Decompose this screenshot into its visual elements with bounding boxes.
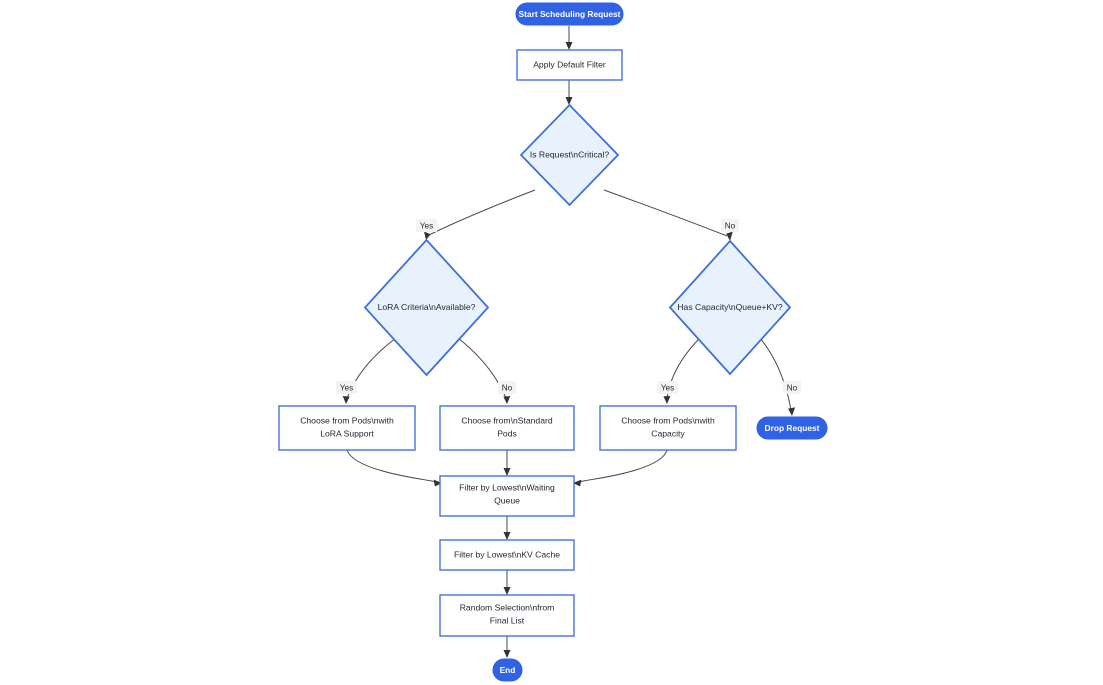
- node-drop-request[interactable]: Drop Request: [756, 416, 828, 440]
- arrowhead-drop-request: [788, 407, 796, 416]
- node-is-request-critical-label: Is Request\nCritical?: [530, 149, 610, 159]
- edge-label-lora-no: No: [498, 381, 516, 394]
- node-is-request-critical-shape[interactable]: [519, 103, 620, 207]
- node-random-selection-label-line2: Final List: [490, 615, 525, 625]
- edge-label-lora-yes: Yes: [336, 381, 357, 394]
- node-is-request-critical[interactable]: Is Request\nCritical?: [519, 103, 620, 207]
- edge-choose-lora-to-filter-queue: [346, 449, 438, 483]
- arrowhead-filter-queue-left: [433, 479, 442, 487]
- arrowhead-apply-filter: [565, 42, 573, 50]
- node-choose-pods-lora-label-line2: LoRA Support: [320, 428, 374, 438]
- node-choose-pods-lora[interactable]: Choose from Pods\nwith LoRA Support: [278, 405, 416, 451]
- edge-label-critical-yes: Yes: [416, 219, 437, 232]
- node-random-selection[interactable]: Random Selection\nfrom Final List: [439, 594, 575, 637]
- edge-label-capacity-no: No: [783, 381, 801, 394]
- node-random-selection-shape[interactable]: [439, 594, 575, 637]
- node-apply-default-filter-label: Apply Default Filter: [533, 59, 606, 69]
- edge-label-critical-no-text: No: [725, 222, 736, 231]
- node-layer: Start Scheduling Request Apply Default F…: [278, 2, 828, 682]
- arrowhead-filter-queue-right: [573, 479, 582, 487]
- node-choose-standard-pods-label-line2: Pods: [497, 428, 517, 438]
- node-choose-pods-lora-label-line1: Choose from Pods\nwith: [300, 415, 394, 425]
- edge-label-lora-no-text: No: [502, 384, 513, 393]
- node-filter-waiting-queue[interactable]: Filter by Lowest\nWaiting Queue: [439, 475, 575, 517]
- node-apply-default-filter[interactable]: Apply Default Filter: [516, 49, 623, 81]
- edge-label-layer: Yes No Yes No Yes No: [336, 219, 801, 394]
- arrowhead-choose-standard: [503, 396, 511, 404]
- node-apply-default-filter-shape[interactable]: [516, 49, 623, 81]
- node-choose-standard-pods-label-line1: Choose from\nStandard: [461, 415, 552, 425]
- arrowhead-choose-capacity: [663, 396, 671, 404]
- arrowhead-filter-kv: [503, 532, 511, 540]
- edge-label-capacity-yes-text: Yes: [661, 384, 674, 393]
- edge-label-capacity-no-text: No: [787, 384, 798, 393]
- node-end[interactable]: End: [492, 658, 523, 682]
- node-drop-request-shape[interactable]: [756, 416, 828, 440]
- node-drop-request-label: Drop Request: [765, 423, 820, 433]
- node-filter-waiting-queue-label-line2: Queue: [494, 495, 520, 505]
- node-random-selection-label-line1: Random Selection\nfrom: [460, 602, 555, 612]
- node-lora-criteria-available-label: LoRA Criteria\nAvailable?: [378, 302, 476, 312]
- node-has-capacity-label: Has Capacity\nQueue+KV?: [677, 302, 783, 312]
- edge-critical-yes-to-lora: [428, 189, 536, 236]
- edge-critical-no-to-capacity: [603, 189, 728, 237]
- edge-choose-capacity-to-filter-queue: [577, 449, 668, 483]
- node-filter-kv-cache[interactable]: Filter by Lowest\nKV Cache: [439, 539, 575, 571]
- node-choose-standard-pods-shape[interactable]: [439, 405, 575, 451]
- node-filter-waiting-queue-shape[interactable]: [439, 475, 575, 517]
- node-filter-kv-cache-shape[interactable]: [439, 539, 575, 571]
- node-filter-kv-cache-label: Filter by Lowest\nKV Cache: [454, 549, 560, 559]
- arrowhead-choose-lora: [342, 396, 350, 404]
- node-choose-pods-lora-shape[interactable]: [278, 405, 416, 451]
- arrowhead-filter-queue-top: [503, 468, 511, 476]
- node-start-label: Start Scheduling Request: [519, 9, 621, 19]
- edge-label-critical-yes-text: Yes: [420, 222, 433, 231]
- node-lora-criteria-available-shape[interactable]: [363, 238, 490, 377]
- edge-label-critical-no: No: [721, 219, 739, 232]
- node-choose-pods-capacity[interactable]: Choose from Pods\nwith Capacity: [599, 405, 737, 451]
- arrowhead-random-selection: [503, 587, 511, 595]
- node-choose-pods-capacity-label-line1: Choose from Pods\nwith: [621, 415, 715, 425]
- node-start-shape[interactable]: [515, 2, 624, 26]
- node-filter-waiting-queue-label-line1: Filter by Lowest\nWaiting: [459, 482, 555, 492]
- arrowhead-lora: [424, 231, 431, 240]
- node-lora-criteria-available[interactable]: LoRA Criteria\nAvailable?: [363, 238, 490, 377]
- arrowhead-critical: [565, 97, 573, 105]
- node-has-capacity[interactable]: Has Capacity\nQueue+KV?: [668, 239, 792, 376]
- edge-capacity-no-to-drop: [759, 337, 792, 411]
- arrowhead-capacity: [726, 231, 733, 241]
- edge-label-capacity-yes: Yes: [657, 381, 678, 394]
- node-has-capacity-shape[interactable]: [668, 239, 792, 376]
- node-end-label: End: [500, 665, 516, 675]
- node-choose-pods-capacity-label-line2: Capacity: [651, 428, 685, 438]
- edge-label-lora-yes-text: Yes: [340, 384, 353, 393]
- node-choose-pods-capacity-shape[interactable]: [599, 405, 737, 451]
- node-end-shape[interactable]: [492, 658, 523, 682]
- arrowhead-end: [503, 650, 511, 658]
- node-choose-standard-pods[interactable]: Choose from\nStandard Pods: [439, 405, 575, 451]
- node-start[interactable]: Start Scheduling Request: [515, 2, 624, 26]
